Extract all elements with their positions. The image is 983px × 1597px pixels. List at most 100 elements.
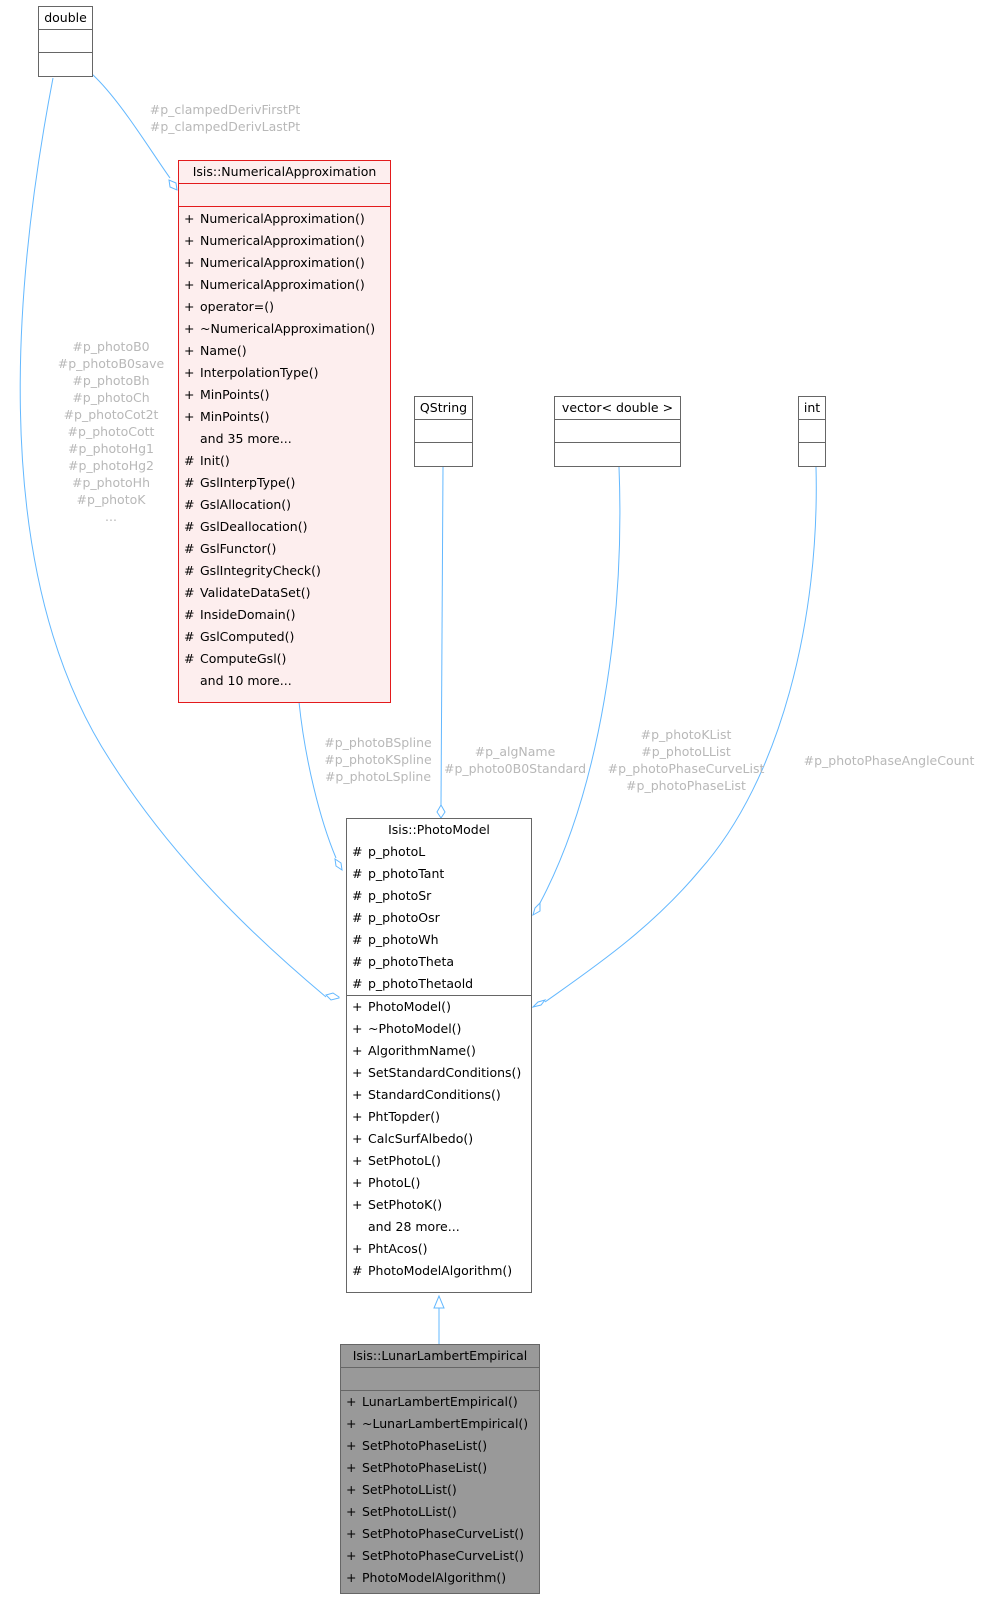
method-row[interactable]: +PhotoModelAlgorithm() [341,1567,539,1589]
inheritance-arrow [433,1294,445,1309]
methods-section [799,442,825,467]
method-name: SetPhotoPhaseList() [362,1438,488,1453]
class-title: Isis::PhotoModel [388,822,490,837]
method-row[interactable]: +MinPoints() [179,384,390,406]
method-row[interactable]: +InterpolationType() [179,362,390,384]
method-row[interactable]: #InsideDomain() [179,604,390,626]
method-name: and 10 more... [200,673,292,688]
method-name: GslInterpType() [200,475,296,490]
method-name: Name() [200,343,247,358]
method-name: operator=() [200,299,274,314]
method-row[interactable]: +StandardConditions() [347,1084,531,1106]
method-row[interactable]: +NumericalApproximation() [179,274,390,296]
method-row[interactable]: +LunarLambertEmpirical() [341,1391,539,1413]
attribute-row[interactable]: # p_photoTant [347,863,531,885]
method-row[interactable]: #ComputeGsl() [179,648,390,670]
method-row[interactable]: +SetPhotoPhaseCurveList() [341,1545,539,1567]
method-row[interactable]: +PhtTopder() [347,1106,531,1128]
class-node-numerical-approximation[interactable]: Isis::NumericalApproximation +NumericalA… [178,160,391,703]
method-row[interactable]: +MinPoints() [179,406,390,428]
attribute-row[interactable]: #p_photoOsr [347,907,531,929]
method-name: MinPoints() [200,409,270,424]
edge-label-lists: #p_photoKList #p_photoLList #p_photoPhas… [600,726,772,794]
visibility: + [352,1087,363,1102]
methods-section [415,442,472,467]
attribute-row[interactable]: #p_photoL [347,841,531,863]
class-node-int[interactable]: int [798,396,826,467]
method-row[interactable]: #GslDeallocation() [179,516,390,538]
more-methods-row[interactable]: and 35 more... [179,428,390,450]
attribute-row[interactable]: #p_photoTheta [347,951,531,973]
visibility: # [352,932,363,947]
label-line: #p_photoB0save [57,356,165,371]
class-node-lunar-lambert-empirical[interactable]: Isis::LunarLambertEmpirical +LunarLamber… [340,1344,540,1594]
visibility: + [346,1548,357,1563]
label-line: #p_photoPhaseList [626,778,746,793]
visibility: # [352,910,363,925]
visibility: + [352,1197,363,1212]
label-line: #p_photoCot2t [63,407,159,422]
aggregation-diamond [334,857,343,872]
method-row[interactable]: +NumericalApproximation() [179,208,390,230]
method-row[interactable]: +SetPhotoPhaseCurveList() [341,1523,539,1545]
method-row[interactable]: #Init() [179,450,390,472]
method-row[interactable]: +PhotoL() [347,1172,531,1194]
method-row[interactable]: +SetPhotoL() [347,1150,531,1172]
method-row[interactable]: +NumericalApproximation() [179,252,390,274]
method-row[interactable]: +~PhotoModel() [347,1018,531,1040]
class-node-photomodel[interactable]: Isis::PhotoModel #p_photoL #p_photoTant … [346,818,532,1293]
method-row[interactable]: +SetPhotoPhaseList() [341,1457,539,1479]
method-row[interactable]: #ValidateDataSet() [179,582,390,604]
class-node-vector[interactable]: vector< double > [554,396,681,467]
method-name: PhotoModelAlgorithm() [368,1263,513,1278]
method-row[interactable]: +SetPhotoPhaseList() [341,1435,539,1457]
visibility: + [352,1043,363,1058]
method-row[interactable]: +~LunarLambertEmpirical() [341,1413,539,1435]
method-row[interactable]: +PhotoModel() [347,996,531,1018]
method-row[interactable]: +PhtAcos() [347,1238,531,1260]
method-name: NumericalApproximation() [200,255,365,270]
aggregation-diamond [325,992,340,1001]
class-title: vector< double > [561,400,674,415]
attribute-name: p_photoWh [368,932,439,947]
method-row[interactable]: +AlgorithmName() [347,1040,531,1062]
attribute-row[interactable]: #p_photoSr [347,885,531,907]
method-name: SetPhotoK() [368,1197,443,1212]
attribute-name: p_photoSr [368,888,432,903]
edge-double-photomodel [19,77,327,998]
more-methods-row[interactable]: and 10 more... [179,670,390,692]
class-node-qstring[interactable]: QString [414,396,473,467]
edge-label-phasecount: #p_photoPhaseAngleCount [800,752,978,769]
more-methods-row[interactable]: and 28 more... [347,1216,531,1238]
method-row[interactable]: +~NumericalApproximation() [179,318,390,340]
method-row[interactable]: #GslComputed() [179,626,390,648]
visibility: # [352,976,363,991]
visibility: # [352,866,363,881]
method-row[interactable]: #PhotoModelAlgorithm() [347,1260,531,1282]
attribute-row[interactable]: # p_photoWh [347,929,531,951]
method-row[interactable]: #GslIntegrityCheck() [179,560,390,582]
method-row[interactable]: +SetPhotoLList() [341,1479,539,1501]
visibility: + [184,343,195,358]
method-row[interactable]: #GslFunctor() [179,538,390,560]
method-row[interactable]: +CalcSurfAlbedo() [347,1128,531,1150]
method-row[interactable]: #GslInterpType() [179,472,390,494]
method-name: GslIntegrityCheck() [200,563,321,578]
method-row[interactable]: + Name() [179,340,390,362]
class-node-double[interactable]: double [38,6,93,77]
method-row[interactable]: +NumericalApproximation() [179,230,390,252]
edge-qstring-photomodel [440,466,444,806]
method-row[interactable]: + SetPhotoK() [347,1194,531,1216]
visibility: + [352,1131,363,1146]
visibility: + [346,1570,357,1585]
visibility: + [352,1109,363,1124]
attributes-section: #p_photoL #p_photoTant #p_photoSr #p_pho… [347,841,531,995]
method-row[interactable]: +operator=() [179,296,390,318]
attribute-name: p_photoTant [368,866,445,881]
methods-section: +NumericalApproximation() +NumericalAppr… [179,206,390,692]
method-row[interactable]: +SetStandardConditions() [347,1062,531,1084]
method-row[interactable]: #GslAllocation() [179,494,390,516]
visibility: + [346,1526,357,1541]
attribute-row[interactable]: #p_photoThetaold [347,973,531,995]
method-row[interactable]: +SetPhotoLList() [341,1501,539,1523]
